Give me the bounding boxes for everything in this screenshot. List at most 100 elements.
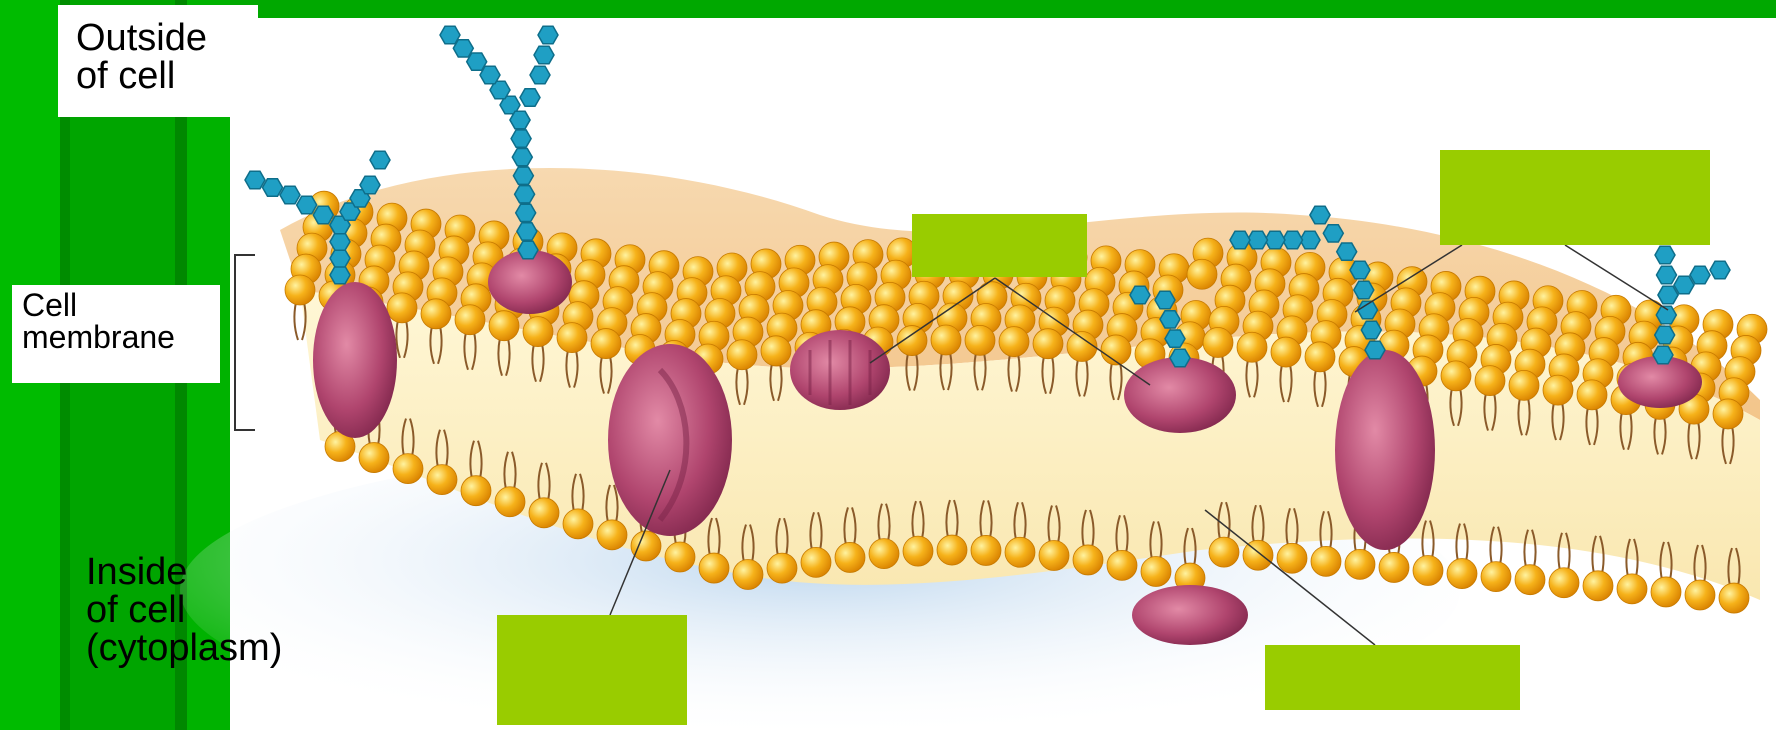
lipid-head	[421, 299, 451, 329]
lipid-head	[461, 476, 491, 506]
lipid-head	[1379, 552, 1409, 582]
sugar-unit	[515, 186, 535, 203]
lipid-head	[1237, 332, 1267, 362]
lipid-head	[1311, 546, 1341, 576]
sugar-unit	[1655, 326, 1675, 343]
lipid-head	[733, 560, 763, 590]
sugar-unit	[1170, 349, 1190, 366]
lipid-head	[1271, 337, 1301, 367]
lipid-head	[1583, 571, 1613, 601]
sugar-unit	[510, 111, 530, 128]
sugar-unit	[1230, 231, 1250, 248]
globular-protein	[790, 330, 890, 410]
sugar-unit	[360, 176, 380, 193]
lipid-head	[1651, 577, 1681, 607]
sugar-unit	[1655, 246, 1675, 263]
sugar-unit	[280, 186, 300, 203]
sugar-unit	[1310, 206, 1330, 223]
sugar-unit	[520, 89, 540, 106]
lipid-head	[489, 311, 519, 341]
sugar-unit	[1165, 330, 1185, 347]
transmembrane-protein	[313, 282, 397, 438]
lipid-head	[767, 553, 797, 583]
lipid-head	[359, 443, 389, 473]
lipid-head	[1543, 375, 1573, 405]
lipid-head	[455, 305, 485, 335]
glycoprotein	[1124, 357, 1236, 433]
sugar-unit	[330, 266, 350, 283]
lipid-head	[1033, 329, 1063, 359]
sugar-unit	[263, 179, 283, 196]
sugar-unit	[1337, 243, 1357, 260]
sugar-unit	[513, 167, 533, 184]
lipid-head	[1719, 583, 1749, 613]
lipid-head	[1617, 574, 1647, 604]
sugar-unit	[1653, 346, 1673, 363]
sugar-unit	[440, 26, 460, 43]
lipid-head	[1101, 335, 1131, 365]
sugar-unit	[512, 149, 532, 166]
sugar-unit	[245, 171, 265, 188]
lipid-head	[557, 323, 587, 353]
lipid-head	[1577, 380, 1607, 410]
sugar-unit	[1365, 341, 1385, 358]
lipid-head	[597, 520, 627, 550]
blank-label-1[interactable]	[912, 214, 1087, 277]
lipid-head	[495, 487, 525, 517]
cell-membrane-label: Cell membrane	[12, 285, 220, 383]
sugar-unit	[1710, 261, 1730, 278]
sugar-unit	[1350, 261, 1370, 278]
lipid-head	[1509, 370, 1539, 400]
inside-label-line3: (cytoplasm)	[86, 629, 362, 667]
sugar-unit	[1674, 276, 1694, 293]
lipid-head	[523, 317, 553, 347]
lipid-head	[801, 547, 831, 577]
blank-label-2[interactable]	[1440, 150, 1710, 245]
lipid-head	[727, 340, 757, 370]
lipid-head	[665, 542, 695, 572]
sugar-unit	[534, 46, 554, 63]
inside-of-cell-label: Inside of cell (cytoplasm)	[72, 545, 362, 695]
inside-label-line2: of cell	[86, 591, 362, 629]
lipid-head	[903, 536, 933, 566]
peripheral-protein	[488, 250, 572, 314]
lipid-head	[1441, 361, 1471, 391]
lipid-head	[631, 531, 661, 561]
sugar-unit	[538, 26, 558, 43]
lipid-head	[1549, 568, 1579, 598]
lipid-head	[1203, 328, 1233, 358]
sugar-unit	[1690, 266, 1710, 283]
lipid-head	[931, 325, 961, 355]
sugar-unit	[530, 66, 550, 83]
sugar-unit	[313, 206, 333, 223]
lipid-head	[1685, 580, 1715, 610]
lipid-head	[1243, 540, 1273, 570]
lipid-head	[937, 535, 967, 565]
lipid-head	[1141, 556, 1171, 586]
outside-label-line2: of cell	[76, 57, 258, 95]
outside-label-line1: Outside	[76, 19, 258, 57]
sugar-unit	[297, 196, 317, 213]
lipid-head	[999, 327, 1029, 357]
lipid-head	[1039, 541, 1069, 571]
lipid-head	[971, 535, 1001, 565]
lipid-head	[1209, 537, 1239, 567]
sugar-unit	[511, 130, 531, 147]
sugar-unit	[517, 223, 537, 240]
lipid-head	[1515, 565, 1545, 595]
lipid-head	[1067, 331, 1097, 361]
blank-label-3[interactable]	[497, 615, 687, 725]
lipid-head	[1447, 559, 1477, 589]
lipid-head	[897, 326, 927, 356]
blank-label-4[interactable]	[1265, 645, 1520, 710]
lipid-head	[1481, 562, 1511, 592]
sugar-unit	[330, 233, 350, 250]
inside-label-line1: Inside	[86, 553, 362, 591]
sugar-unit	[1361, 321, 1381, 338]
lipid-head	[1187, 259, 1217, 289]
sugar-unit	[1658, 286, 1678, 303]
lipid-head	[427, 465, 457, 495]
membrane-label-line1: Cell	[22, 289, 220, 321]
sugar-unit	[516, 204, 536, 221]
lipid-head	[591, 329, 621, 359]
